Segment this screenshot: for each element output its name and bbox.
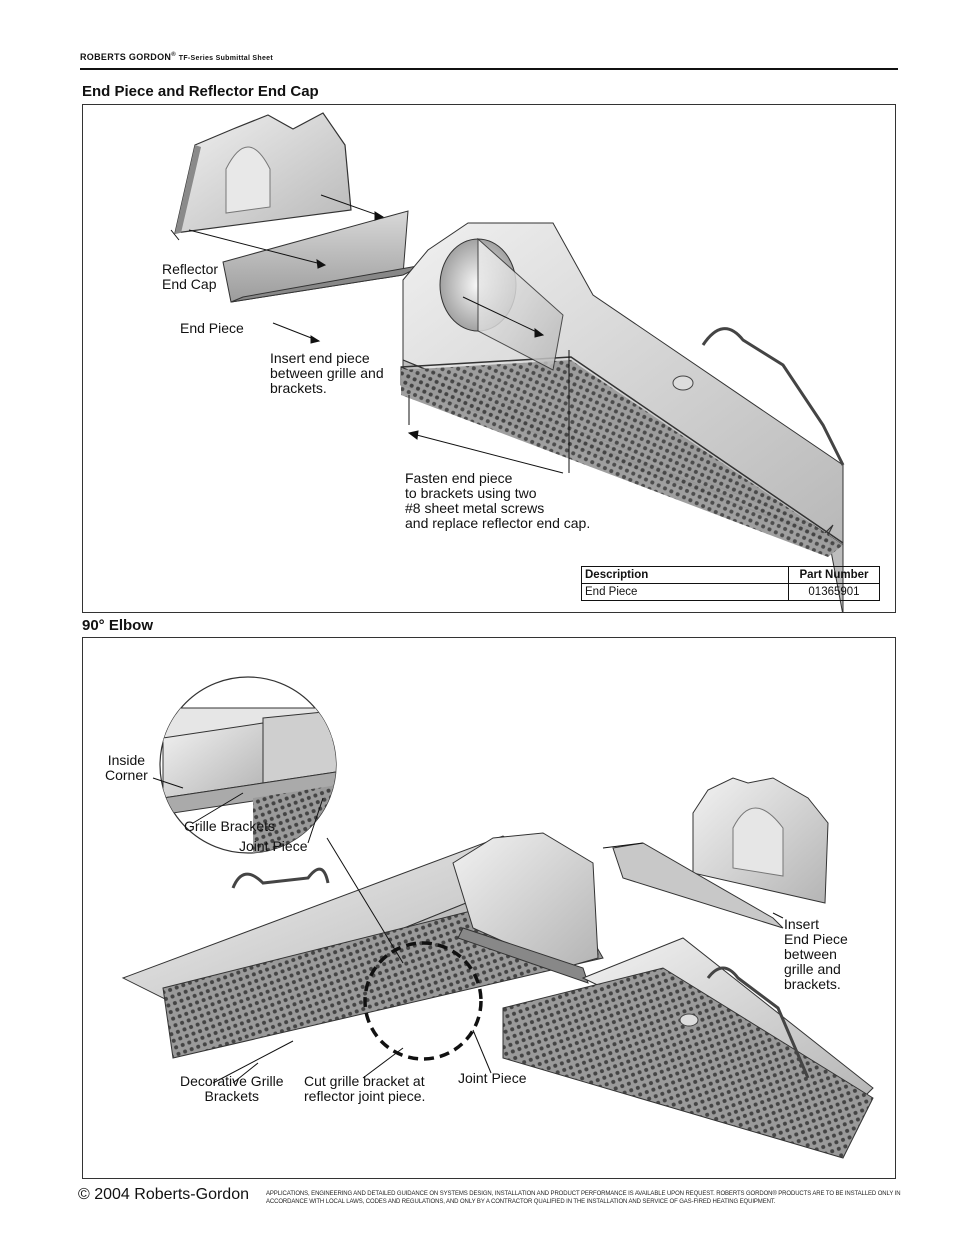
label-inside-corner: Inside Corner [105, 752, 148, 783]
page-header: ROBERTS GORDON® TF-Series Submittal Shee… [80, 52, 898, 70]
col-part-number: Part Number [788, 566, 880, 584]
label-reflector-end-cap: Reflector End Cap [162, 261, 219, 292]
inset-detail-drawing [159, 676, 337, 854]
registered-mark: ® [171, 52, 176, 58]
table-row: End Piece 01365901 [581, 583, 880, 601]
elbow-illustration [121, 676, 874, 1159]
footer-disclaimer: APPLICATIONS, ENGINEERING AND DETAILED G… [266, 1191, 901, 1205]
footer-copyright: © 2004 Roberts-Gordon [78, 1186, 249, 1203]
end-piece-diagram-panel: Reflector End Cap End Piece Insert end p… [82, 104, 896, 613]
tube-drawing [439, 237, 564, 371]
parts-table-header-row: Description Part Number [581, 566, 880, 584]
elbow-callout-lines [152, 777, 784, 1084]
section-title-elbow: 90° Elbow [82, 617, 154, 634]
label-insert-end-piece-elbow: Insert End Piece between grille and brac… [784, 916, 848, 992]
end-piece-drawing [222, 210, 424, 303]
label-grille-brackets: Grille Brackets [184, 818, 276, 834]
cut-location-marker [363, 941, 483, 1061]
label-cut-grille-bracket: Cut grille bracket at reflector joint pi… [304, 1073, 426, 1104]
label-end-piece: End Piece [180, 320, 244, 336]
col-description: Description [581, 566, 789, 584]
label-joint-piece-inset: Joint Piece [239, 838, 308, 854]
parts-table: Description Part Number End Piece 013659… [581, 566, 880, 601]
callout-lines [170, 194, 570, 474]
elbow-joint-drawing [452, 832, 599, 984]
label-decorative-grille-brackets: Decorative Grille Brackets [180, 1073, 284, 1104]
cell-description: End Piece [581, 583, 789, 601]
reflector-end-cap-drawing [174, 112, 352, 234]
label-insert-end-piece: Insert end piece between grille and brac… [270, 350, 384, 396]
section-title-end-piece: End Piece and Reflector End Cap [82, 83, 319, 100]
label-fasten-end-piece: Fasten end piece to brackets using two #… [405, 470, 591, 531]
right-reflector-drawing [502, 937, 874, 1159]
label-joint-piece: Joint Piece [458, 1070, 527, 1086]
end-cap-drawing [612, 777, 829, 929]
elbow-diagram-panel: Inside Corner Grille Brackets Joint Piec… [82, 637, 896, 1179]
series-title: TF-Series Submittal Sheet [178, 55, 273, 62]
end-piece-illustration [170, 112, 845, 612]
brand-name: ROBERTS GORDON [80, 52, 172, 62]
cell-part-number: 01365901 [788, 583, 880, 601]
